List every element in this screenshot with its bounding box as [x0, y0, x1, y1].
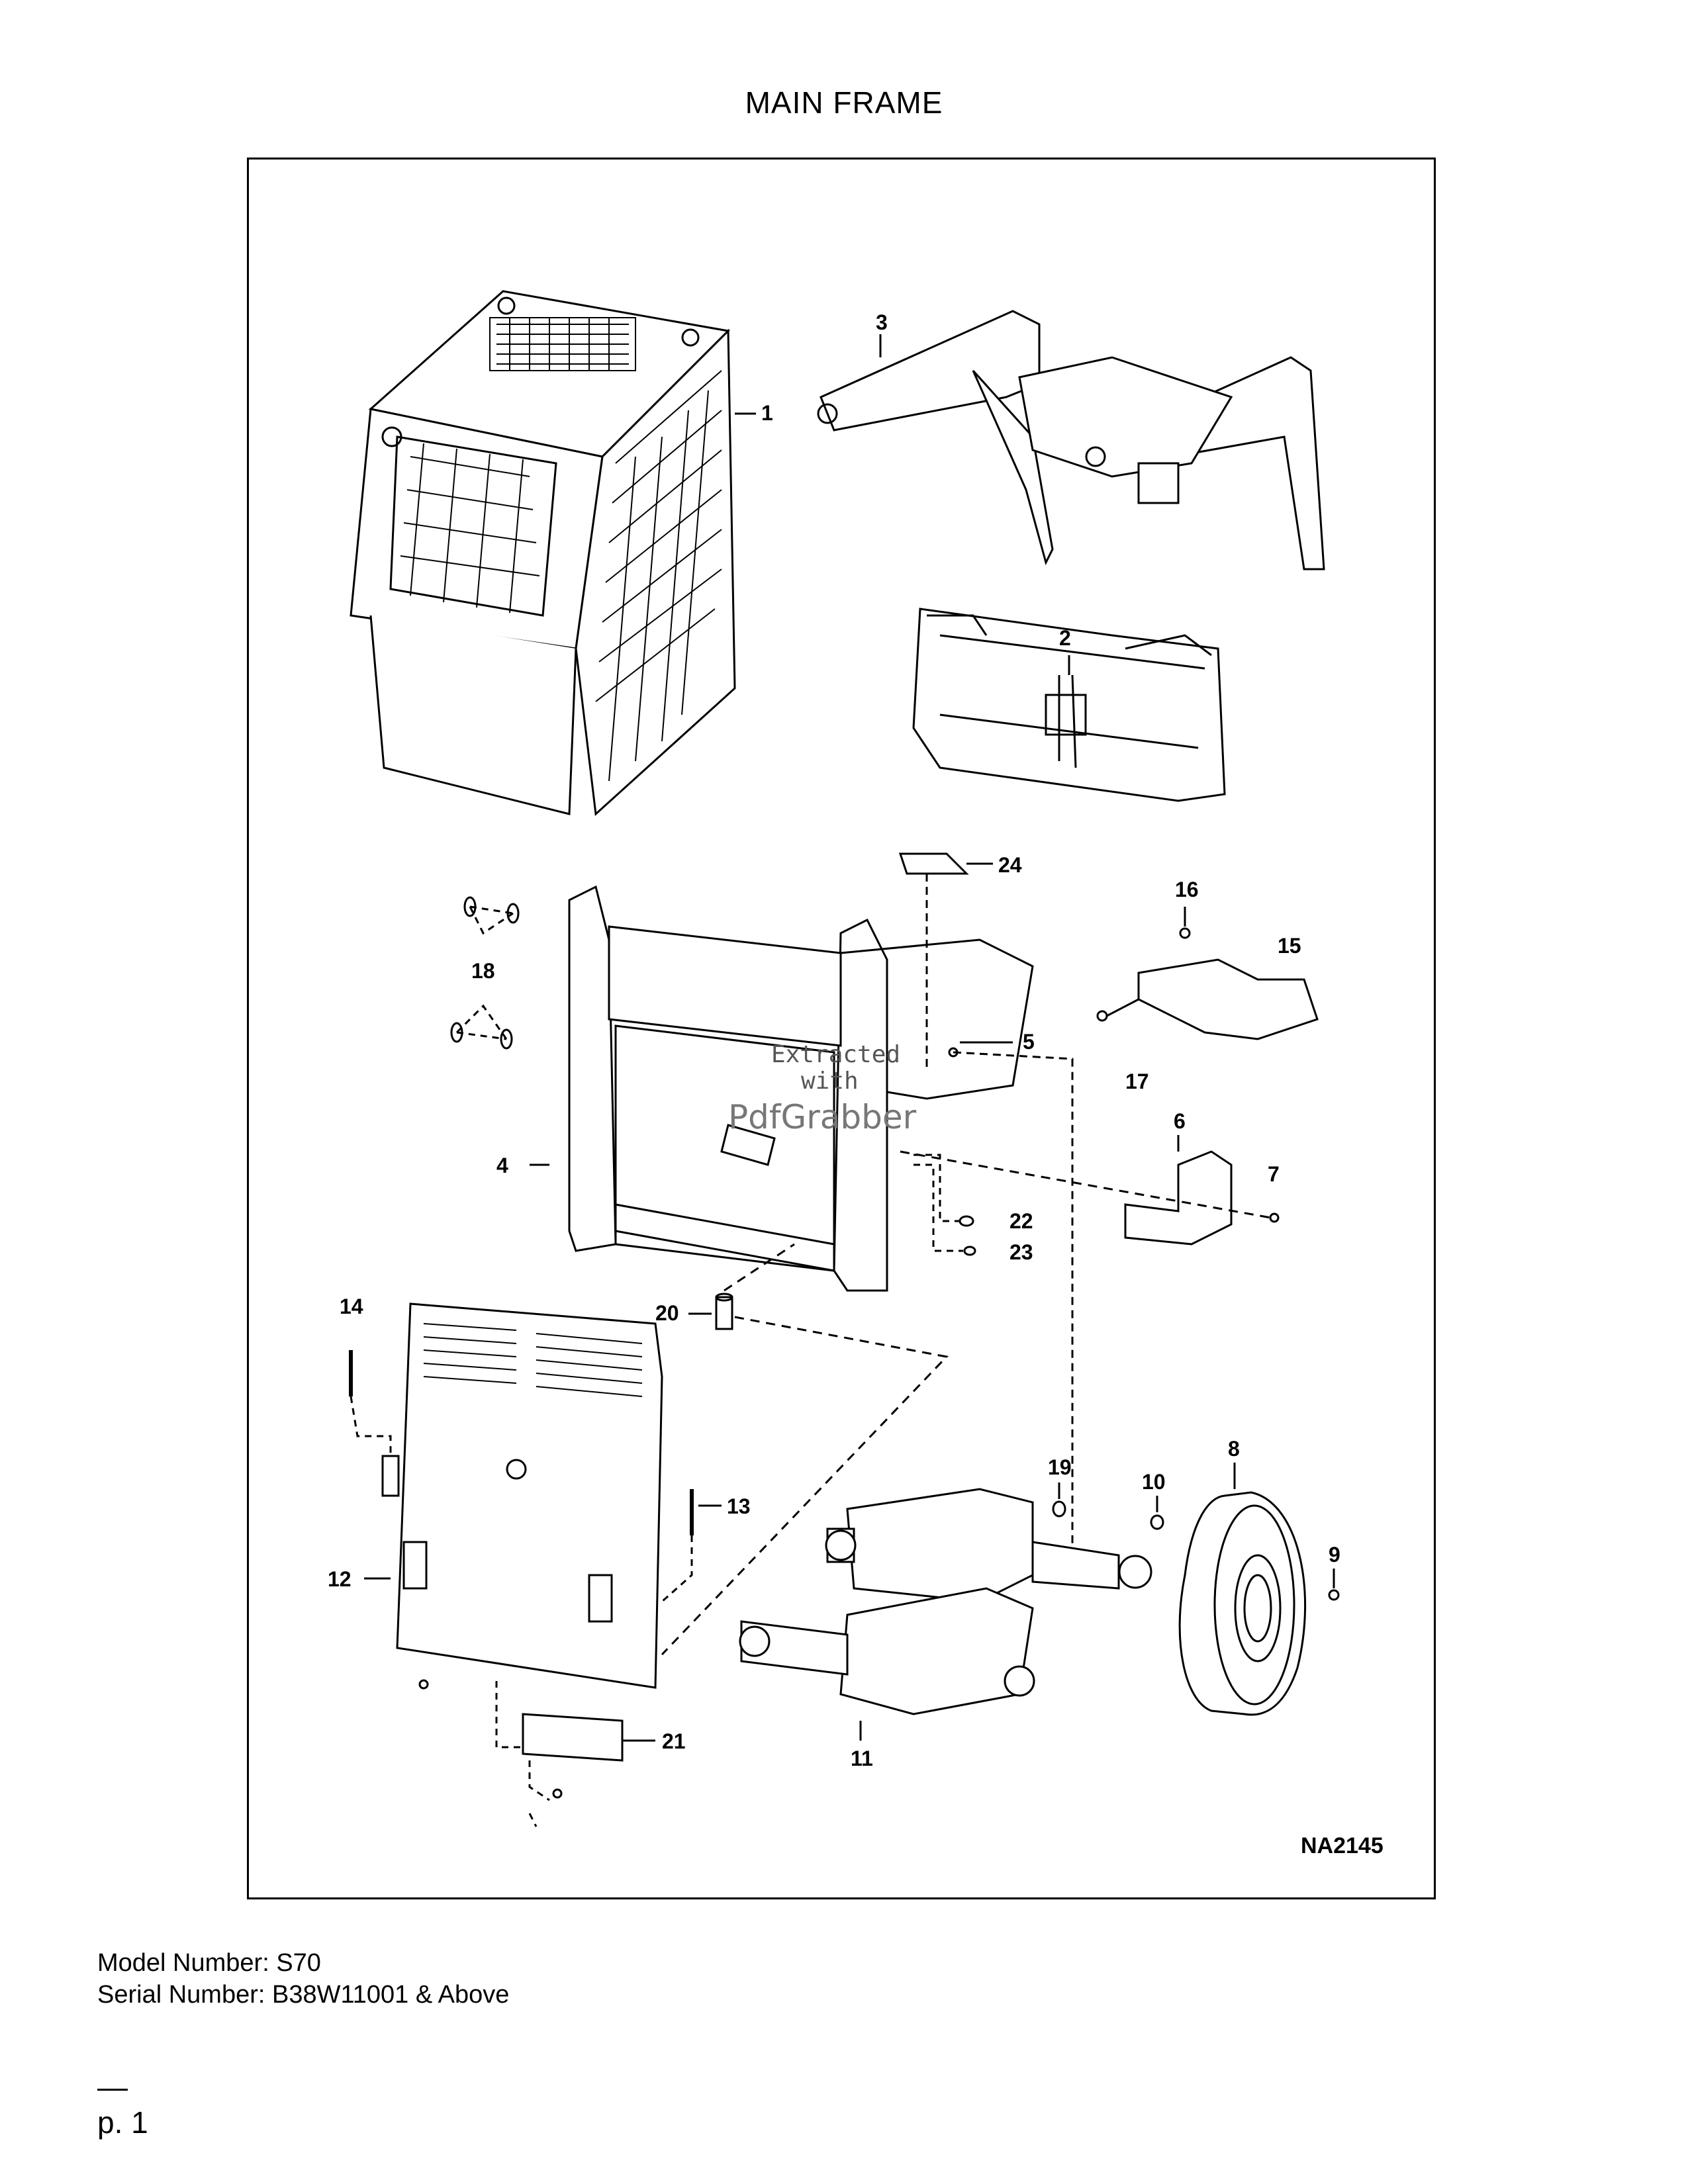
callout-16: 16	[1175, 878, 1199, 901]
callout-1: 1	[761, 401, 773, 425]
callout-3: 3	[876, 310, 888, 334]
callout-10: 10	[1142, 1470, 1166, 1494]
callout-11: 11	[851, 1747, 873, 1770]
part-2-bob-tach-frame	[912, 608, 1226, 802]
callout-24: 24	[998, 853, 1022, 877]
callout-18: 18	[471, 959, 495, 983]
callout-12: 12	[328, 1567, 352, 1591]
part-15-rear-bracket	[1096, 907, 1319, 1040]
callout-labels: 1 2 3 4 5 6 7 8 9 10 11 12 13 14 15 16 1…	[328, 310, 1383, 1858]
callout-13: 13	[727, 1494, 751, 1518]
watermark-line1: Extracted	[771, 1041, 900, 1068]
watermark-line2: with	[801, 1068, 859, 1095]
callout-20: 20	[655, 1301, 679, 1325]
callout-2: 2	[1059, 626, 1071, 650]
page-title: MAIN FRAME	[745, 85, 943, 120]
callout-7: 7	[1268, 1162, 1280, 1186]
callout-8: 8	[1228, 1437, 1240, 1461]
part-8-tire	[1178, 1463, 1307, 1716]
part-10-nut	[1150, 1496, 1164, 1530]
diagram-frame	[247, 158, 1436, 1899]
part-6-bracket	[900, 1135, 1280, 1246]
page-number: p. 1	[97, 2105, 148, 2140]
part-19-nut	[1052, 1482, 1066, 1518]
part-24-plate	[898, 852, 993, 1072]
callout-14: 14	[340, 1295, 363, 1318]
part-4-main-frame	[530, 885, 1034, 1292]
page-number-rule	[97, 2089, 128, 2091]
small-fasteners	[914, 1041, 1074, 1549]
callout-15: 15	[1278, 934, 1301, 958]
watermark-brand: PdfGrabber	[728, 1098, 917, 1136]
model-number: Model Number: S70	[97, 1949, 321, 1977]
part-9-wheel-nut	[1328, 1569, 1340, 1601]
callout-21: 21	[662, 1729, 686, 1753]
part-1-operator-cab	[350, 290, 756, 817]
callout-4: 4	[496, 1154, 508, 1177]
part-14-hinge-pin	[349, 1350, 400, 1497]
callout-23: 23	[1009, 1240, 1033, 1264]
callout-9: 9	[1329, 1543, 1340, 1567]
part-11-axle-chaincase	[739, 1488, 1152, 1741]
serial-number: Serial Number: B38W11001 & Above	[97, 1981, 510, 2009]
callout-19: 19	[1048, 1455, 1072, 1479]
callout-6: 6	[1174, 1109, 1186, 1133]
pdfgrabber-watermark: Extracted with PdfGrabber	[728, 1041, 917, 1136]
part-13-latch-pin	[661, 1489, 722, 1603]
callout-22: 22	[1009, 1209, 1033, 1233]
part-18-washer-set	[450, 896, 520, 1050]
part-12-rear-door	[364, 1302, 663, 1689]
drawing-id: NA2145	[1301, 1833, 1383, 1858]
part-3-lift-arm-assembly	[817, 310, 1325, 570]
callout-5: 5	[1023, 1030, 1035, 1054]
part-20-spacer	[661, 1243, 949, 1656]
part-21-latch-bracket	[418, 1679, 655, 1827]
callout-17: 17	[1125, 1069, 1149, 1093]
